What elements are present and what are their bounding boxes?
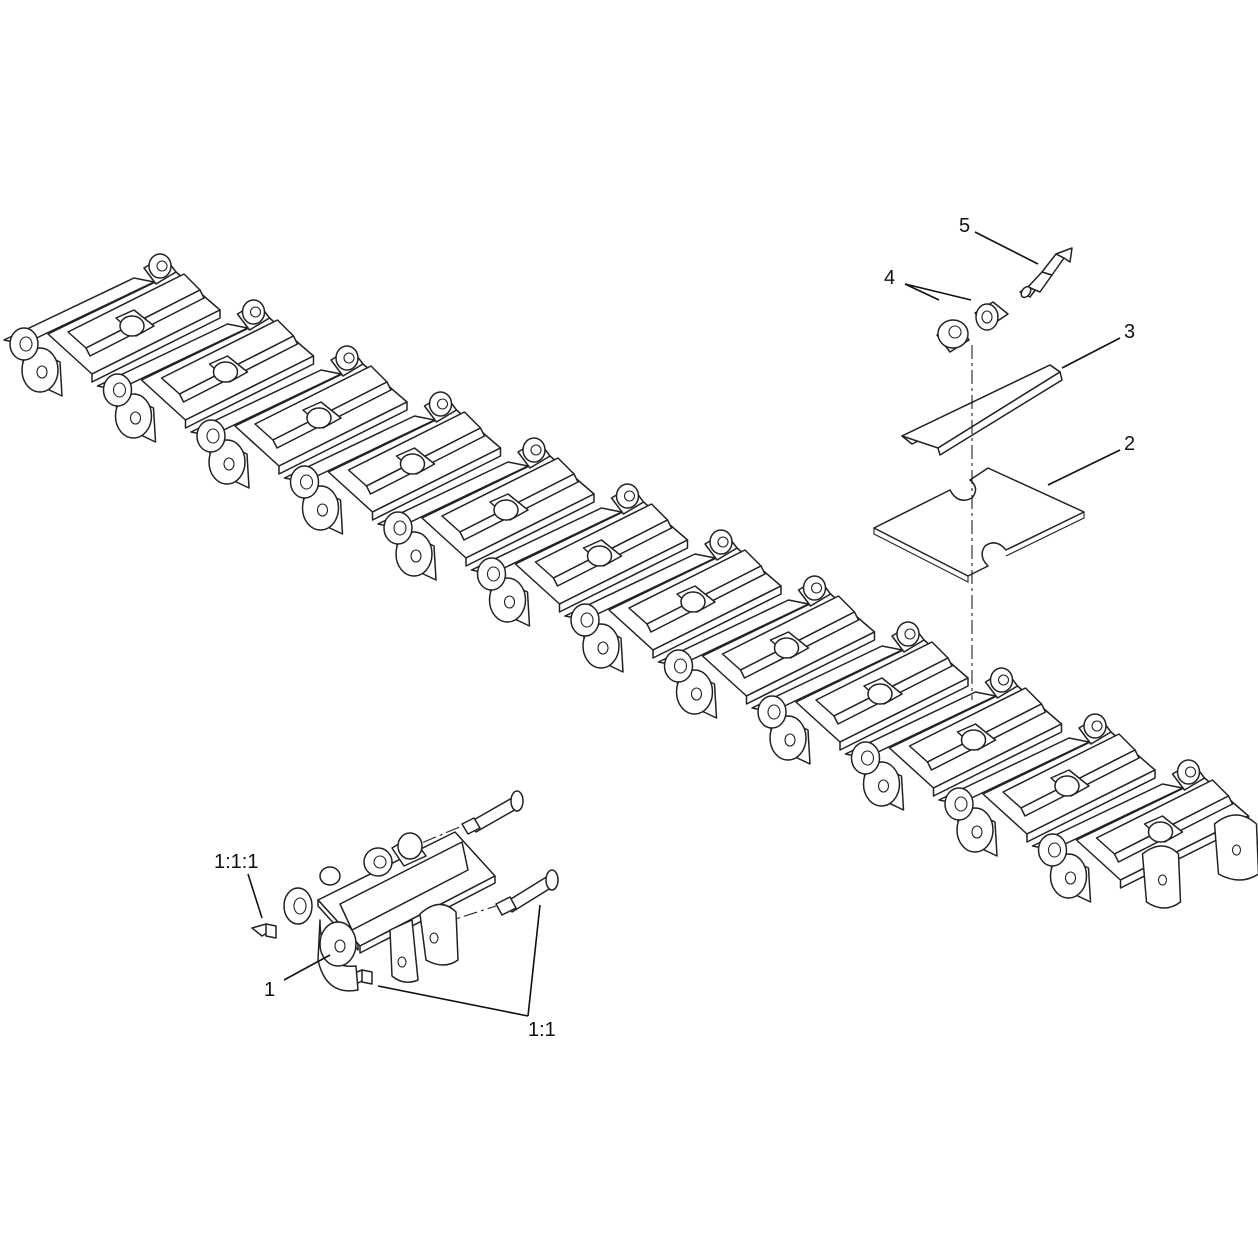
part-1-1-1-clip <box>251 923 277 939</box>
chain-link <box>938 713 1156 857</box>
leader-3 <box>1061 337 1121 369</box>
exploded-parts-group <box>873 247 1085 700</box>
callout-2: 2 <box>1124 433 1135 455</box>
leader-2 <box>1047 449 1121 486</box>
leader-lines <box>247 231 1121 1017</box>
leader-1-1 <box>377 904 541 1017</box>
chain-link <box>470 483 689 627</box>
chain-link <box>564 529 782 673</box>
chain-link <box>657 575 876 719</box>
leader-4 <box>904 283 972 301</box>
callout-1: 1 <box>264 979 275 1001</box>
chain-link <box>377 437 595 581</box>
chain-link <box>844 667 1063 811</box>
chain-link <box>751 621 969 765</box>
chain-end-lugs <box>1141 814 1258 909</box>
callout-labels: 5 4 3 2 1:1:1 1 1:1 <box>214 215 1135 1041</box>
part-4-bushings <box>936 301 1009 353</box>
callout-4: 4 <box>884 267 895 289</box>
part-2-plate <box>873 467 1085 583</box>
chain-link <box>96 299 315 443</box>
chain-link <box>1031 759 1250 903</box>
part-3-angle-bar <box>901 364 1063 456</box>
callout-3: 3 <box>1124 321 1135 343</box>
callout-1-1: 1:1 <box>528 1019 556 1041</box>
part-1-1-pin-lower <box>495 869 559 916</box>
part-1-link <box>283 831 496 992</box>
part-5-pick <box>1019 247 1073 299</box>
chain-link <box>283 391 502 535</box>
chain-assembly <box>3 253 1258 909</box>
callout-1-1-1: 1:1:1 <box>214 851 258 873</box>
chain-link <box>190 345 408 489</box>
callout-5: 5 <box>959 215 970 237</box>
leader-1-1-1 <box>247 873 263 919</box>
chain-link <box>3 253 221 397</box>
leader-1 <box>283 954 331 981</box>
leader-5 <box>974 231 1039 265</box>
part-1-1-pin-upper <box>461 790 524 835</box>
single-link-exploded <box>251 790 559 992</box>
